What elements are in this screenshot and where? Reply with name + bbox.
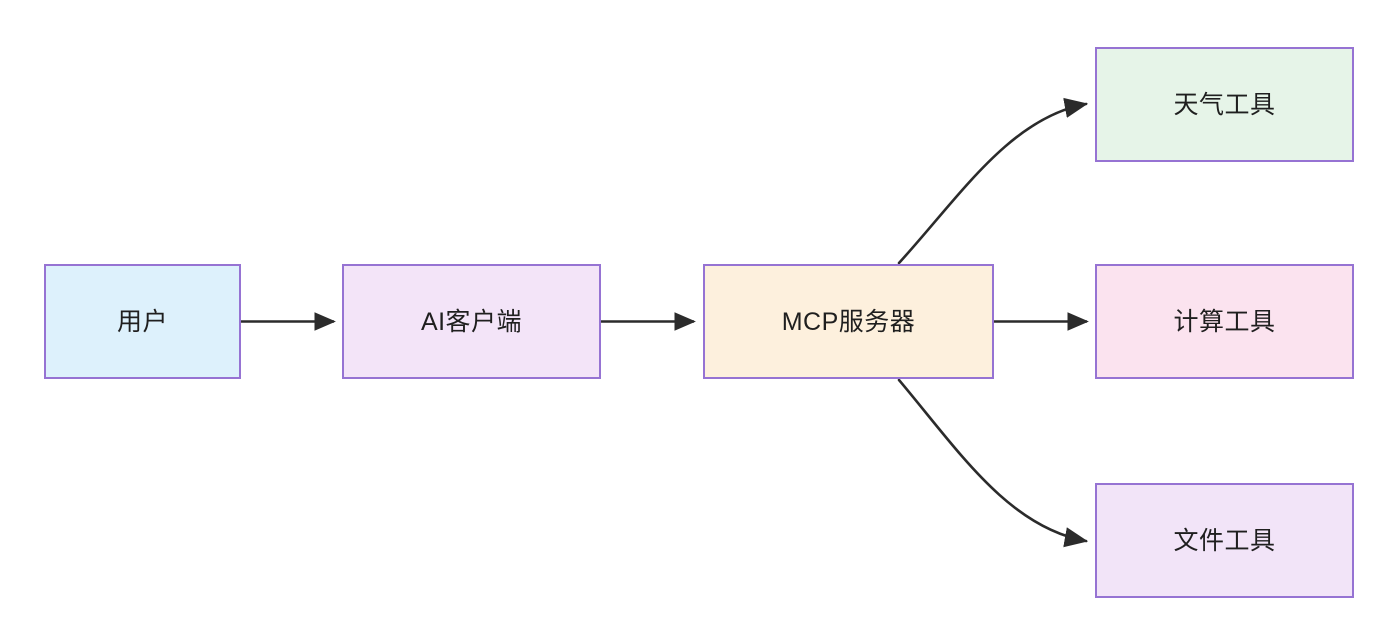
node-user-label: 用户 bbox=[116, 307, 168, 336]
node-calculator-tool-label: 计算工具 bbox=[1173, 307, 1276, 336]
node-file-tool[interactable]: 文件工具 bbox=[1095, 483, 1354, 598]
node-file-tool-label: 文件工具 bbox=[1173, 526, 1276, 555]
node-weather-tool[interactable]: 天气工具 bbox=[1095, 47, 1354, 162]
node-weather-tool-label: 天气工具 bbox=[1173, 90, 1276, 119]
node-mcp-server[interactable]: MCP服务器 bbox=[703, 264, 994, 379]
node-calculator-tool[interactable]: 计算工具 bbox=[1095, 264, 1354, 379]
node-ai-client-label: AI客户端 bbox=[420, 307, 523, 336]
node-mcp-server-label: MCP服务器 bbox=[781, 307, 916, 336]
node-user[interactable]: 用户 bbox=[44, 264, 241, 379]
edge-mcp-server-to-weather bbox=[897, 97, 1089, 265]
node-ai-client[interactable]: AI客户端 bbox=[342, 264, 601, 379]
edge-mcp-server-to-file bbox=[897, 378, 1089, 548]
